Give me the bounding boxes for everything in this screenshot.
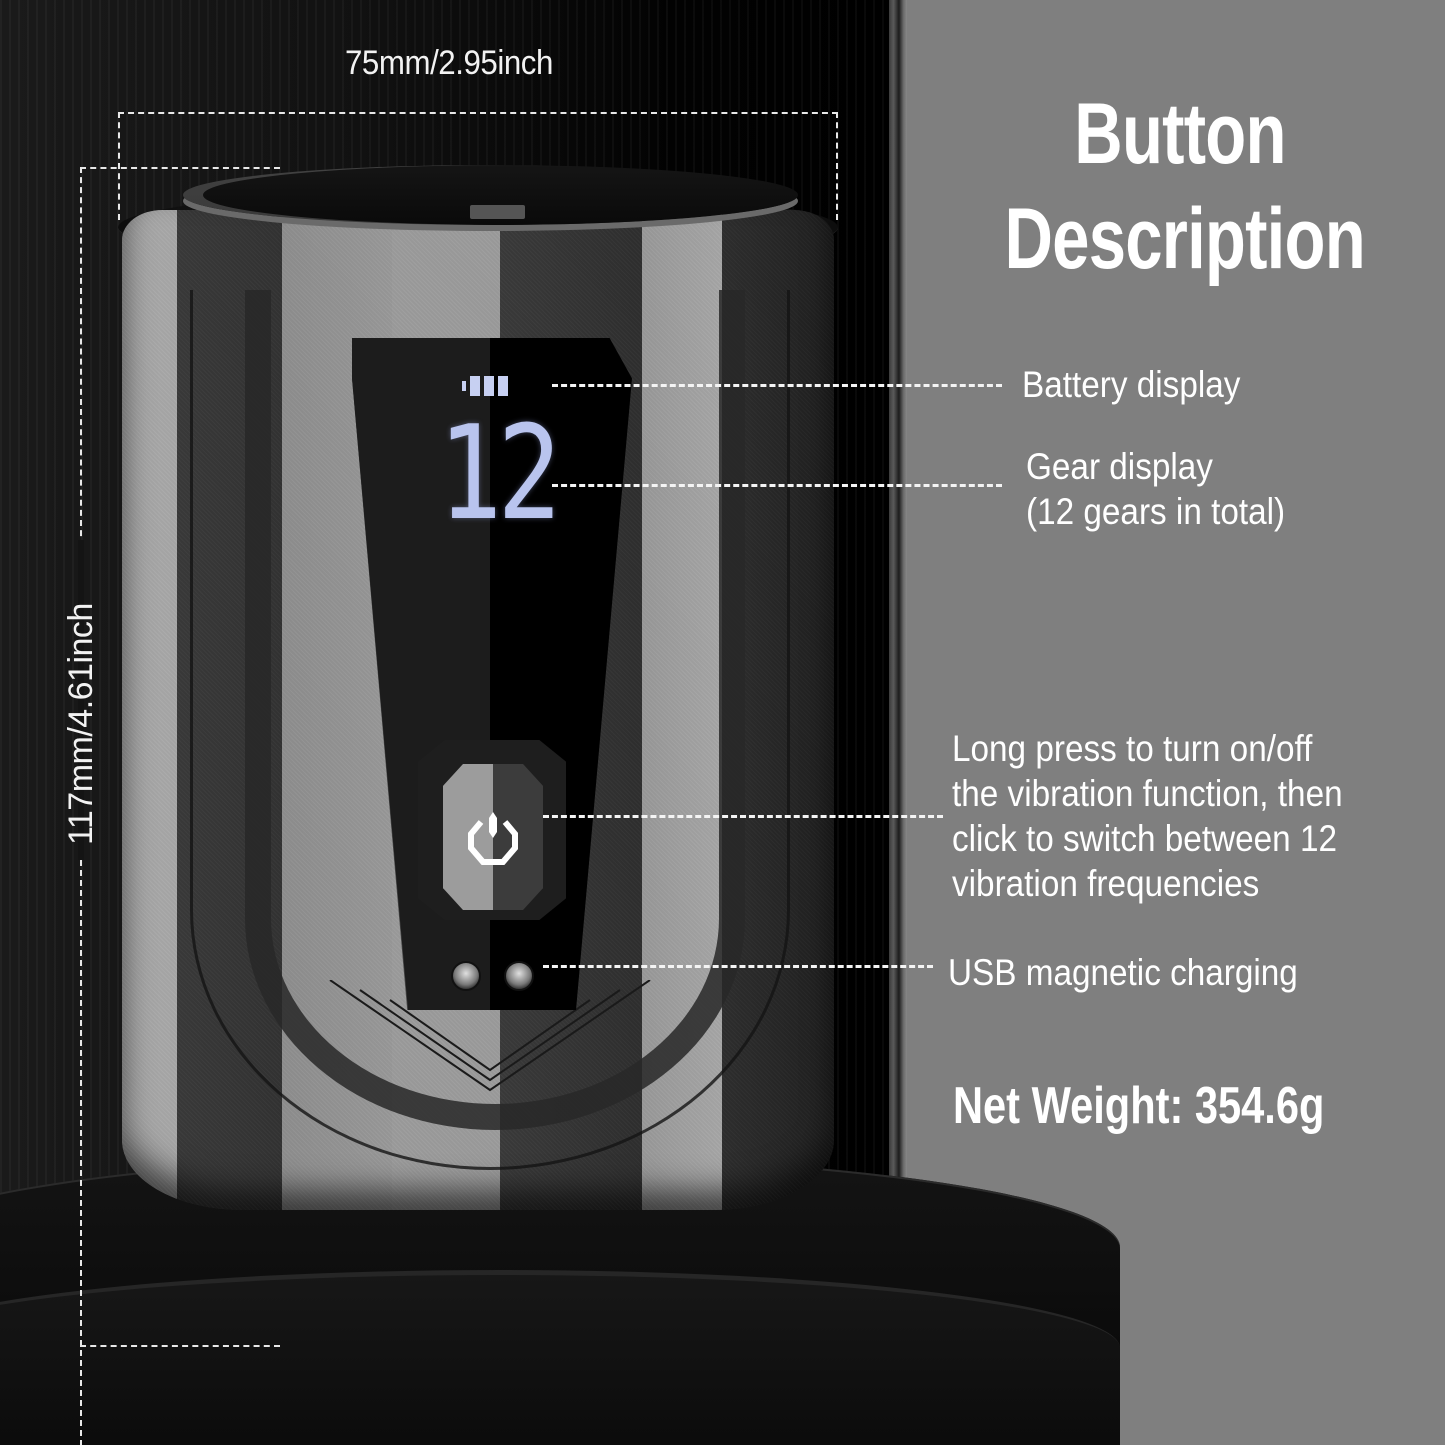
device-u-outline <box>190 290 790 1170</box>
height-dimension-bracket-top <box>80 167 280 647</box>
power-leader-line <box>543 815 943 818</box>
callout-gear-line-1: Gear display <box>1026 446 1213 487</box>
usb-leader-line <box>543 965 933 968</box>
callout-power-line-1: Long press to turn on/off <box>952 728 1313 769</box>
height-label: 117mm/4.61inch <box>62 603 100 845</box>
page-title: Button Description <box>1004 82 1366 292</box>
callout-battery: Battery display <box>1022 362 1240 407</box>
height-dimension-bracket-bottom <box>80 860 280 1445</box>
callout-power-line-4: vibration frequencies <box>952 863 1260 904</box>
title-line-1: Button <box>1074 86 1286 182</box>
callout-power-line-3: click to switch between 12 <box>952 818 1337 859</box>
panel-divider <box>889 0 907 1445</box>
battery-full-icon <box>462 376 526 396</box>
net-weight: Net Weight: 354.6g <box>953 1077 1325 1135</box>
callout-battery-text: Battery display <box>1022 364 1241 405</box>
title-line-2: Description <box>1004 191 1366 287</box>
height-label-gap <box>78 540 84 860</box>
gear-leader-line <box>552 484 1002 487</box>
power-icon <box>468 812 518 865</box>
width-dimension-bracket <box>118 112 838 220</box>
callout-power: Long press to turn on/off the vibration … <box>952 726 1343 906</box>
callout-power-line-2: the vibration function, then <box>952 773 1343 814</box>
battery-leader-line <box>552 384 1002 387</box>
width-label: 75mm/2.95inch <box>345 44 553 82</box>
callout-gear: Gear display (12 gears in total) <box>1026 444 1285 534</box>
callout-gear-line-2: (12 gears in total) <box>1026 491 1286 532</box>
charging-contact-right <box>504 961 534 991</box>
callout-usb-text: USB magnetic charging <box>948 952 1298 993</box>
charging-contact-left <box>451 961 481 991</box>
chevron-pattern <box>329 980 651 1092</box>
height-dimension-baseline <box>80 1345 280 1347</box>
gear-display-value: 12 <box>438 397 561 549</box>
lid-clip <box>470 205 525 219</box>
pedestal-rim <box>0 1270 1120 1445</box>
callout-usb: USB magnetic charging <box>948 950 1298 995</box>
